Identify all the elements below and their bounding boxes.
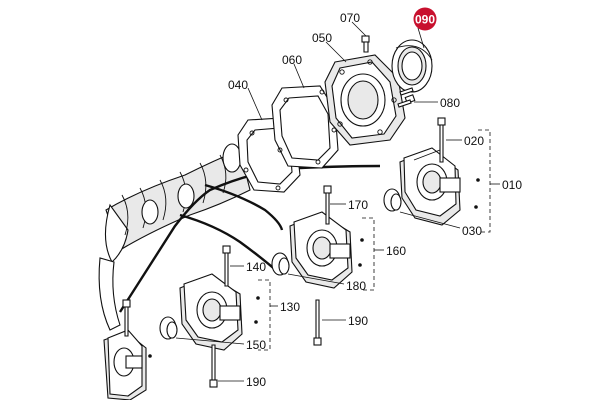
label-090: 090 [415, 13, 435, 27]
bearing-case-130 [179, 273, 243, 351]
assembly-curve-lower [179, 213, 279, 273]
label-050: 050 [312, 31, 332, 45]
label-070: 070 [340, 11, 360, 25]
label-020: 020 [464, 134, 484, 148]
group-bracket-010 [478, 129, 491, 233]
bearing-case-160 [289, 211, 353, 289]
bolt-170 [323, 185, 332, 225]
label-080: 080 [440, 96, 460, 110]
housing-050 [324, 54, 406, 146]
bearing-030 [383, 188, 402, 212]
label-030: 030 [462, 224, 482, 238]
label-190-lower: 190 [246, 375, 266, 389]
label-060: 060 [282, 53, 302, 67]
highlight-badge-circle [413, 7, 437, 31]
bolt-190-lower [209, 344, 218, 388]
bearing-150 [159, 316, 178, 340]
bolt-partial [122, 299, 131, 337]
bolt-020 [437, 117, 446, 163]
bearing-180 [271, 252, 290, 276]
group-bracket-130 [258, 279, 271, 351]
label-140: 140 [246, 260, 266, 274]
oil-seal-090 [391, 39, 433, 93]
label-170: 170 [348, 198, 368, 212]
label-040: 040 [228, 78, 248, 92]
label-190-upper: 190 [348, 314, 368, 328]
bolt-140 [222, 245, 231, 287]
label-160: 160 [386, 244, 406, 258]
bolt-070 [361, 35, 370, 53]
label-010: 010 [502, 178, 522, 192]
label-130: 130 [280, 300, 300, 314]
bolt-080 [397, 87, 416, 108]
bearing-case-partial [103, 329, 147, 400]
label-180: 180 [346, 279, 366, 293]
assembly-curve-mid [204, 183, 284, 231]
bearing-case-010 [399, 147, 461, 226]
gasket-060 [271, 85, 339, 169]
label-150: 150 [246, 338, 266, 352]
bolt-190-upper [313, 299, 322, 346]
highlight-badge-090[interactable]: 090 [413, 7, 437, 31]
